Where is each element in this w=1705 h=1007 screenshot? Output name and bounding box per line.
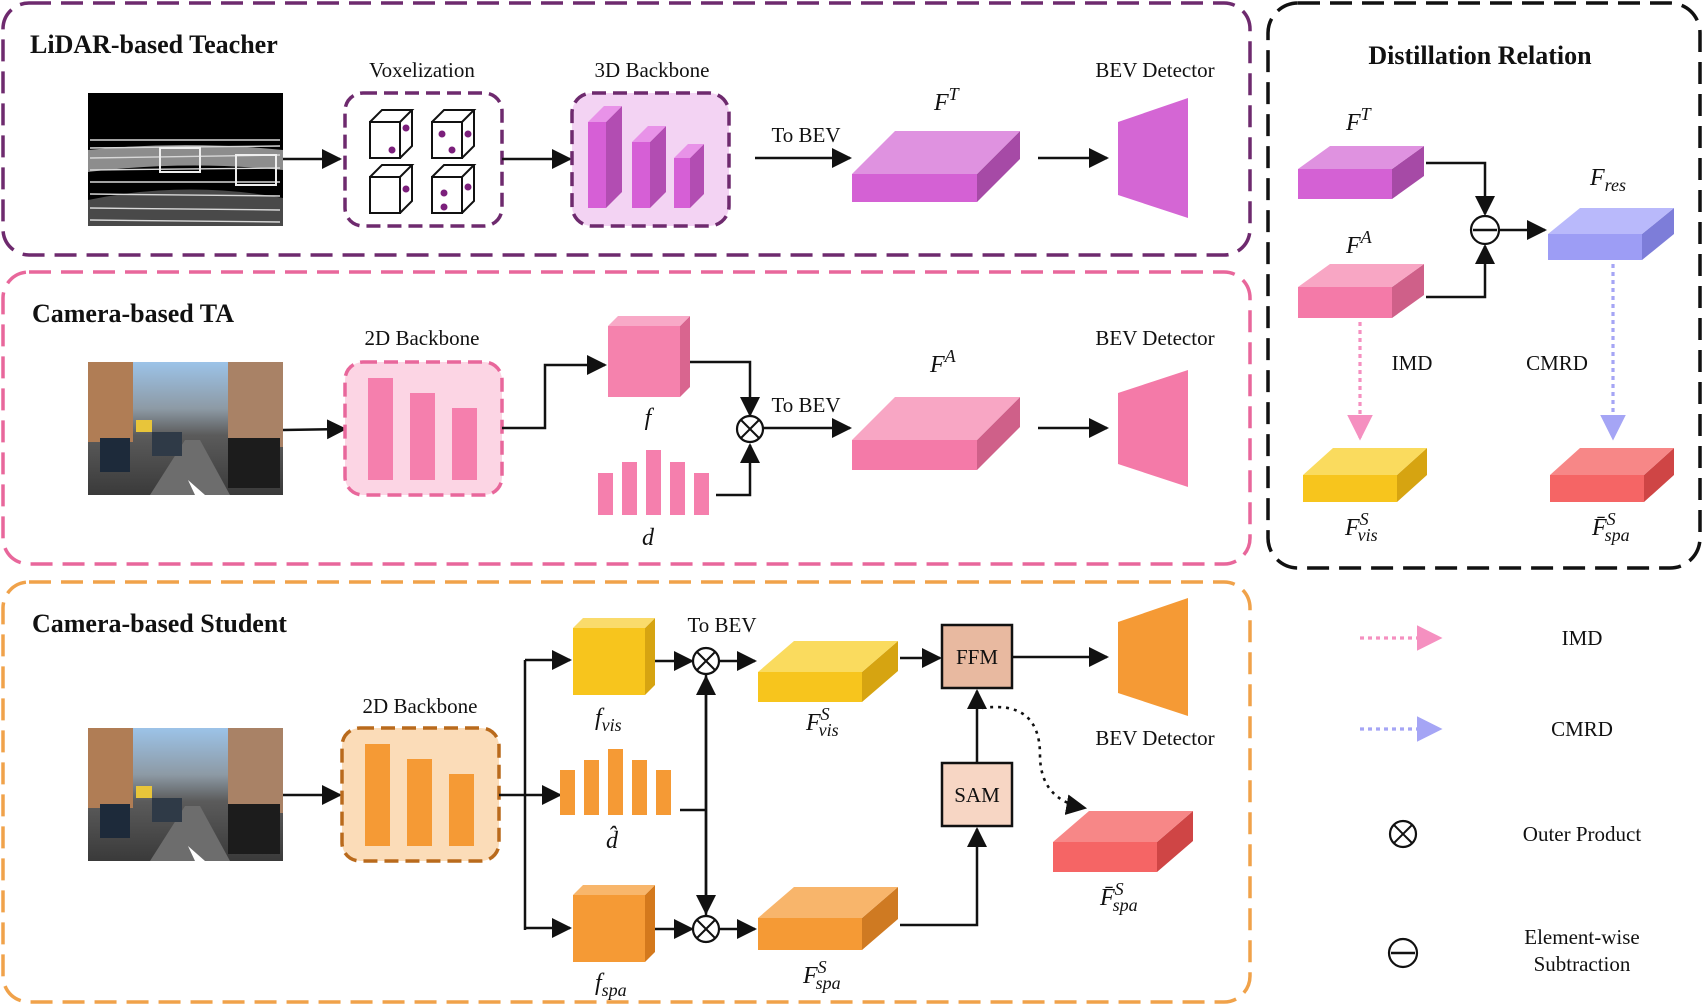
ta-backbone-label: 2D Backbone <box>365 326 480 350</box>
student-detector-trapezoid <box>1118 598 1188 716</box>
relation-Fres-label: Fres <box>1589 165 1626 195</box>
legend-outer-label: Outer Product <box>1523 822 1642 846</box>
teacher-detector-label: BEV Detector <box>1095 58 1214 82</box>
relation-FA-slab <box>1298 264 1424 318</box>
backbone-3d-label: 3D Backbone <box>595 58 710 82</box>
ta-to-bev-label: To BEV <box>771 393 840 417</box>
legend-cmrd-label: CMRD <box>1551 717 1613 741</box>
ta-d-label: d <box>642 525 655 551</box>
ta-d-bars <box>598 450 709 515</box>
teacher-title: LiDAR-based Teacher <box>30 30 278 59</box>
student-dhat-label: d̂ <box>606 826 619 854</box>
legend-imd-label: IMD <box>1562 626 1603 650</box>
ta-detector-trapezoid <box>1118 370 1188 487</box>
relation-cmrd-label: CMRD <box>1526 351 1588 375</box>
relation-FT-label: FT <box>1345 104 1373 136</box>
teacher-feature-slab <box>852 131 1020 202</box>
ta-feature-label: FA <box>929 346 957 378</box>
relation-Fspa-slab <box>1550 448 1674 502</box>
voxel-cube-icon <box>369 109 477 214</box>
ta-panel <box>1 270 1252 566</box>
student-dhat-bars <box>560 749 671 815</box>
legend-subtract-label-1: Element-wise <box>1524 925 1639 949</box>
sam-label: SAM <box>954 783 1000 807</box>
legend-outer-product-icon <box>1388 819 1418 849</box>
voxelization-label: Voxelization <box>369 58 475 82</box>
legend-subtract-label-2: Subtraction <box>1534 952 1631 976</box>
teacher-to-bev-label: To BEV <box>771 123 840 147</box>
student-fspa-cube <box>573 885 655 962</box>
ta-title: Camera-based TA <box>32 299 234 328</box>
teacher-panel <box>1 1 1252 257</box>
student-fspa-label: fspa <box>595 970 627 1000</box>
student-outer-product-bottom <box>691 914 721 944</box>
student-backbone-bars <box>365 744 474 846</box>
lidar-image <box>88 93 283 226</box>
student-backbone-label: 2D Backbone <box>363 694 478 718</box>
student-fvis-cube <box>573 618 655 695</box>
student-title: Camera-based Student <box>32 609 287 638</box>
relation-panel <box>1266 1 1702 570</box>
ta-detector-label: BEV Detector <box>1095 326 1214 350</box>
ta-feature-slab <box>852 397 1020 470</box>
student-to-bev-label: To BEV <box>687 613 756 637</box>
legend-subtraction-icon <box>1387 937 1419 969</box>
relation-FA-label: FA <box>1345 227 1373 259</box>
relation-Fres-slab <box>1548 208 1674 260</box>
subtraction-icon <box>1469 214 1501 246</box>
student-fvis-label: fvis <box>595 705 622 735</box>
relation-imd-label: IMD <box>1392 351 1433 375</box>
teacher-feature-label: FT <box>933 84 961 116</box>
student-panel <box>1 580 1252 1004</box>
ta-f-cube <box>608 316 690 397</box>
ffm-label: FFM <box>956 645 998 669</box>
student-Fvis-slab <box>758 641 898 702</box>
student-detector-label: BEV Detector <box>1095 726 1214 750</box>
outer-product-icon <box>735 414 765 444</box>
relation-title: Distillation Relation <box>1368 41 1592 70</box>
relation-FT-slab <box>1298 146 1424 199</box>
sam-box <box>940 761 1014 828</box>
ta-f-label: f <box>645 405 655 431</box>
trapezoid-detector-icon <box>1118 98 1188 218</box>
student-outer-product-top <box>691 646 721 676</box>
relation-Fvis-slab <box>1303 448 1427 502</box>
backbone-3d-blocks <box>588 106 704 208</box>
voxelization-box <box>343 91 504 228</box>
ffm-box <box>940 623 1014 690</box>
student-camera-image <box>88 728 283 861</box>
student-Fbar-slab <box>1053 811 1193 872</box>
student-Fspa-slab <box>758 887 898 950</box>
ta-backbone-bars <box>368 378 477 480</box>
ta-camera-image <box>88 362 283 495</box>
